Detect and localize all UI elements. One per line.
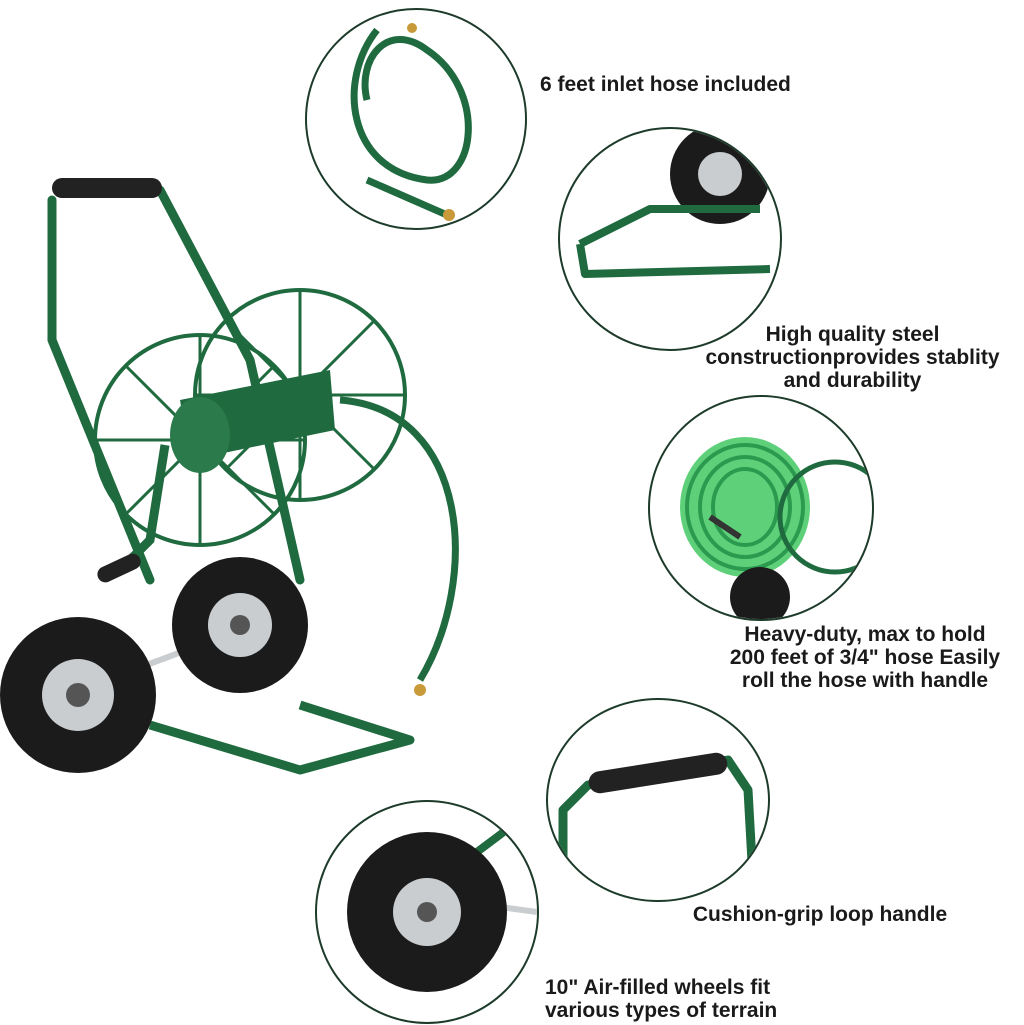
- steel-frame-detail: [558, 127, 782, 351]
- caption-handle: Cushion-grip loop handle: [692, 903, 948, 926]
- caption-inlet-hose: 6 feet inlet hose included: [540, 73, 791, 96]
- hose-capacity-detail: [648, 395, 874, 621]
- hose-reel-cart-image: [0, 178, 459, 775]
- caption-capacity: Heavy-duty, max to hold 200 feet of 3/4"…: [729, 623, 1001, 692]
- caption-steel: High quality steel constructionprovides …: [705, 323, 1000, 392]
- loop-handle-detail: [546, 698, 770, 902]
- handle-grip: [52, 178, 162, 198]
- caption-wheels: 10" Air-filled wheels fit various types …: [545, 976, 778, 1022]
- air-wheel-detail: [315, 800, 539, 1024]
- inlet-hose-detail: [305, 8, 527, 230]
